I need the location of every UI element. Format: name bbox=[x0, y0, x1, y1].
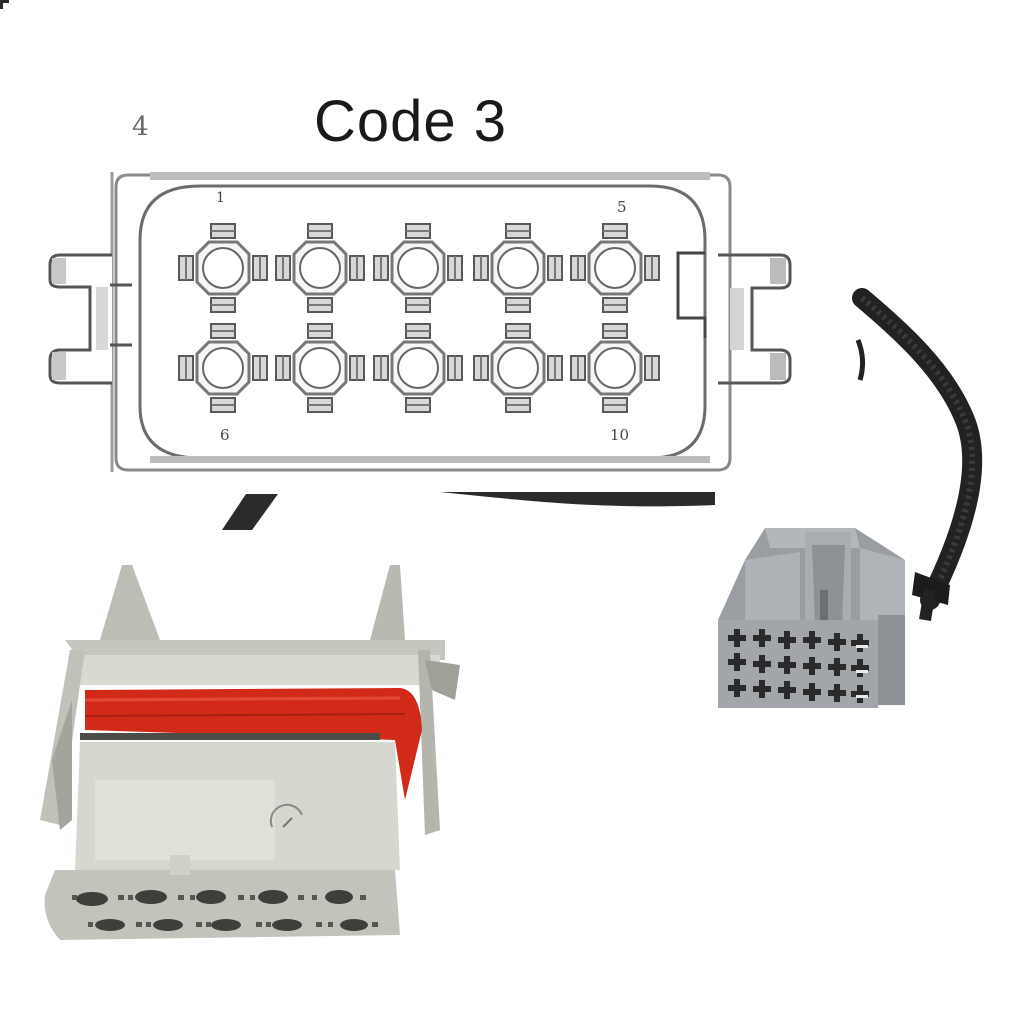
pin-label-1: 1 bbox=[216, 190, 225, 206]
right-connector bbox=[0, 0, 950, 708]
left-latch bbox=[48, 253, 132, 385]
diagram-title: Code 3 bbox=[314, 89, 508, 154]
left-connector bbox=[40, 565, 460, 940]
right-latch bbox=[676, 251, 792, 385]
pin-label-10: 10 bbox=[610, 426, 630, 444]
cavity-grid bbox=[0, 0, 869, 703]
face-cavities bbox=[76, 890, 368, 931]
corner-label: 4 bbox=[132, 112, 149, 142]
pin-label-5: 5 bbox=[617, 198, 627, 216]
pin-label-6: 6 bbox=[220, 426, 230, 444]
